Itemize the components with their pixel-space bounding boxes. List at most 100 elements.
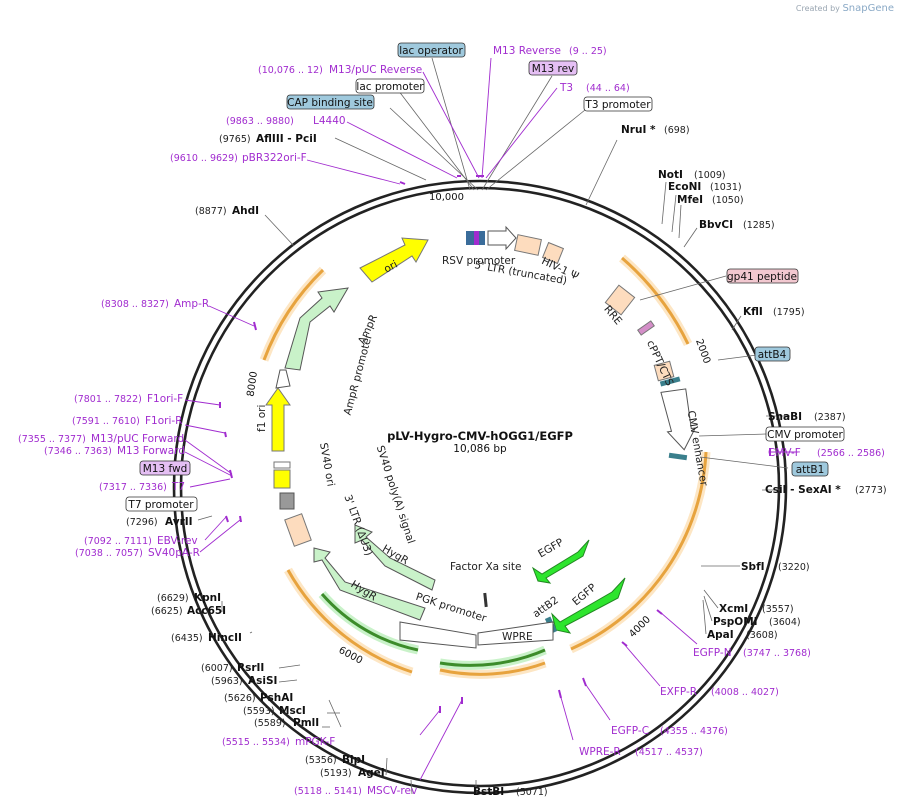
primer-name: mPGK-F: [295, 736, 335, 748]
enzyme-position: (1050): [712, 195, 744, 206]
enzyme-name: AvrII: [165, 516, 193, 528]
feature-label: RSV promoter: [442, 255, 516, 267]
enzyme-name: AgeI: [358, 767, 385, 779]
feature-label: SV40 ori: [317, 442, 336, 488]
enzyme-name: AsiSI: [248, 675, 277, 687]
primer-position: (7355 .. 7377): [18, 434, 86, 445]
boxed-label: T3 promoter: [584, 99, 651, 111]
enzyme-position: (6625): [151, 606, 183, 617]
boxed-label: CMV promoter: [767, 429, 843, 441]
boxed-label: T7 promoter: [127, 499, 194, 511]
primer-name: F1ori-R: [145, 415, 182, 427]
boxed-label: attB1: [796, 464, 825, 476]
feature-label: EGFP: [536, 536, 566, 560]
boxed-labels: lac operator M13 rev lac promoter T3 pro…: [125, 42, 845, 512]
primer-position: (7092 .. 7111): [84, 536, 152, 547]
enzyme-position: (6629): [157, 593, 189, 604]
enzyme-name: SnaBI: [768, 411, 802, 423]
backbone-outer-circle: [172, 179, 788, 795]
created-by-text: Created by: [795, 4, 840, 13]
enzyme-name: PmlI: [293, 717, 319, 729]
enzyme-name: BbvCI: [699, 219, 733, 231]
primer-name: MSCV-rev: [367, 785, 417, 797]
primer-ticks: [219, 175, 771, 713]
enzyme-position: (2773): [855, 485, 887, 496]
enzyme-position: (7296): [126, 517, 158, 528]
primer-position: (3747 .. 3768): [743, 648, 811, 659]
primer-name: L4440: [313, 115, 346, 127]
enzyme-name: NruI *: [621, 124, 656, 136]
enzyme-position: (5963): [211, 676, 243, 687]
enzyme-name: MfeI: [677, 194, 703, 206]
ruler-tick-label: 8000: [246, 371, 260, 398]
enzyme-position: (2387): [814, 412, 846, 423]
enzyme-name: PshAI: [260, 692, 293, 704]
primer-position: (9863 .. 9880): [226, 116, 294, 127]
enzyme-position: (1795): [773, 307, 805, 318]
enzyme-name: BlpI: [342, 754, 365, 766]
feature-label: AmpR: [356, 313, 380, 347]
enzyme-name: AhdI: [232, 205, 259, 217]
primer-position: (7346 .. 7363): [44, 446, 112, 457]
primer-name: EGFP-N: [693, 647, 732, 659]
primer-position: (4355 .. 4376): [660, 726, 728, 737]
feature-label: CMV enhancer: [685, 410, 710, 488]
primer-position: (5515 .. 5534): [222, 737, 290, 748]
primer-position: (4517 .. 4537): [635, 747, 703, 758]
enzyme-position: (5589): [254, 718, 286, 729]
enzyme-position: (3608): [746, 630, 778, 641]
primer-name: M13/pUC Reverse: [329, 64, 422, 76]
primer-position: (8308 .. 8327): [101, 299, 169, 310]
primer-name: T3: [559, 82, 573, 94]
plasmid-name: pLV-Hygro-CMV-hOGG1/EGFP: [387, 429, 573, 443]
primer-position: (7317 .. 7336): [99, 482, 167, 493]
boxed-label: lac operator: [399, 45, 463, 57]
enzyme-labels: NruI * (698) NotI (1009) EcoNI (1031) Mf…: [126, 124, 887, 798]
enzyme-position: (1285): [743, 220, 775, 231]
enzyme-name: PspOMI: [713, 616, 758, 628]
enzyme-position: (3604): [769, 617, 801, 628]
plasmid-size: 10,086 bp: [453, 443, 507, 455]
enzyme-name: MscI: [279, 705, 306, 717]
primer-name: F1ori-F: [147, 393, 183, 405]
primer-name: EXFP-R: [660, 686, 697, 698]
enzyme-position: (5626): [224, 693, 256, 704]
primer-name: pBR322ori-F: [242, 152, 307, 164]
orf-arcs: [259, 254, 711, 679]
primer-position: (4008 .. 4027): [711, 687, 779, 698]
enzyme-name: AflIII - PciI: [256, 133, 317, 145]
primer-name: T7: [171, 481, 185, 493]
enzyme-position: (3220): [778, 562, 810, 573]
primer-position: (44 .. 64): [586, 83, 630, 94]
primer-name: SV40pA-R: [148, 547, 200, 559]
primer-name: Amp-R: [174, 298, 209, 310]
feature-label: f1 ori: [256, 405, 268, 432]
enzyme-name: NotI: [658, 169, 683, 181]
enzyme-name: CsiI - SexAI *: [765, 484, 841, 496]
boxed-label: lac promoter: [356, 81, 424, 93]
snapgene-logo-text: SnapGene: [842, 3, 894, 14]
feature-label: ori: [382, 259, 400, 276]
boxed-label: gp41 peptide: [727, 271, 797, 283]
enzyme-position: (1031): [710, 182, 742, 193]
feature-label: SV40 poly(A) signal: [374, 444, 417, 545]
enzyme-position: (698): [664, 125, 690, 136]
enzyme-name: KflI: [743, 306, 763, 318]
enzyme-name: ApaI: [707, 629, 734, 641]
boxed-label: M13 rev: [532, 63, 575, 75]
primer-name: M13 Forward: [117, 445, 185, 457]
primer-position: (2566 .. 2586): [817, 448, 885, 459]
enzyme-position: (6007): [201, 663, 233, 674]
snapgene-brand: Created by SnapGene: [796, 3, 894, 14]
enzyme-name: RsrII: [237, 662, 264, 674]
ruler-tick-label: 2000: [693, 338, 712, 366]
enzyme-name: KpnI: [194, 592, 221, 604]
enzyme-name: EcoNI: [668, 181, 701, 193]
ruler-tick-label: 10,000: [429, 192, 464, 203]
ruler-tick-label: 4000: [627, 614, 653, 640]
backbone-inner-circle: [179, 186, 781, 788]
primer-name: M13/pUC Forward: [91, 433, 184, 445]
boxed-label: CAP binding site: [287, 97, 373, 109]
primer-name: M13 Reverse: [493, 45, 561, 57]
